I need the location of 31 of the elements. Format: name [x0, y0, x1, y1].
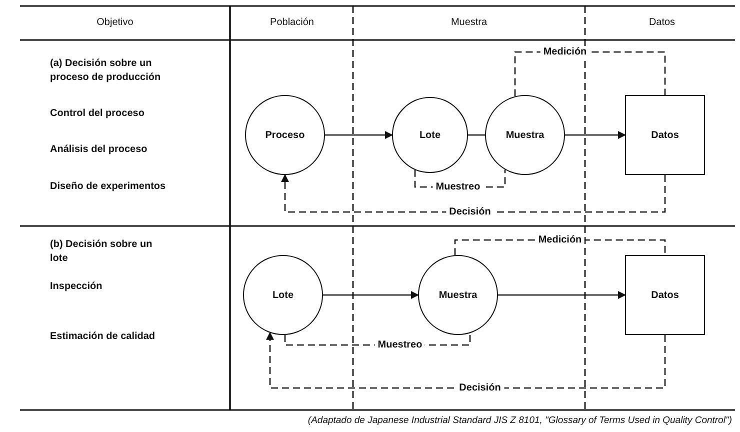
arrow — [498, 291, 626, 299]
column-header: Muestra — [450, 16, 488, 30]
objective-text: Control del proceso — [50, 107, 146, 121]
edge-label: Decisión — [446, 206, 494, 218]
objective-text: Análisis del proceso — [50, 143, 148, 157]
arrow — [325, 131, 393, 139]
data-box: Datos — [625, 255, 705, 335]
edge-label: Muestreo — [374, 340, 426, 350]
dashed-arrow — [281, 174, 666, 213]
data-box: Datos — [625, 95, 705, 175]
objective-text: Diseño de experimentos — [50, 180, 167, 194]
process-circle: Lote — [392, 97, 468, 173]
process-circle: Proceso — [245, 95, 325, 175]
column-header: Objetivo — [96, 16, 134, 30]
connector-line — [468, 134, 485, 136]
edge-label: Decisión — [456, 382, 504, 394]
objective-text: (b) Decisión sobre un lote — [50, 238, 154, 266]
column-header: Datos — [648, 16, 676, 30]
arrow — [565, 131, 626, 139]
arrow — [323, 291, 419, 299]
dashed-arrow — [266, 332, 666, 389]
objective-text: Inspección — [50, 280, 104, 294]
process-circle: Muestra — [418, 255, 498, 335]
objective-text: (a) Decisión sobre un proceso de producción — [50, 57, 162, 85]
process-circle: Lote — [243, 255, 323, 335]
process-circle: Muestra — [485, 95, 565, 175]
edge-label: Muestreo — [432, 182, 484, 192]
edge-label: Medición — [540, 46, 590, 58]
column-header: Población — [269, 16, 315, 30]
objective-text: Estimación de calidad — [50, 330, 156, 344]
source-caption: (Adaptado de Japanese Industrial Standard JIS Z 8101, "Glossary of Terms Used in Quality Control") — [308, 414, 732, 428]
